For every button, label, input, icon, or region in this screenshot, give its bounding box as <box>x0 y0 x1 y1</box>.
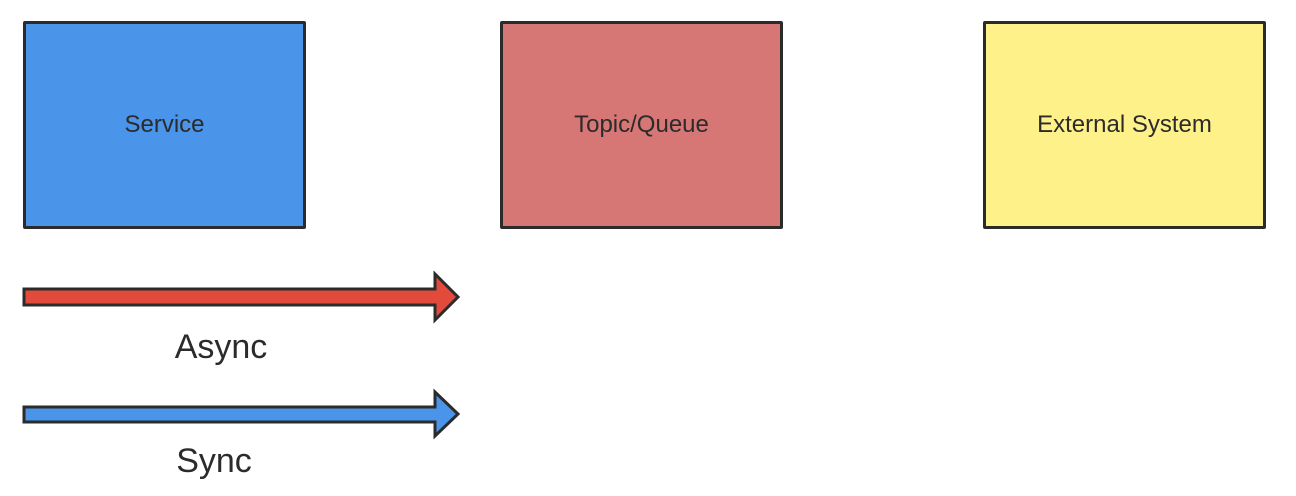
sync-label: Sync <box>176 442 252 480</box>
service-node: Service <box>23 21 306 229</box>
topic-queue-label: Topic/Queue <box>574 111 709 138</box>
async-label: Async <box>174 328 268 366</box>
external-system-node: External System <box>983 21 1266 229</box>
topic-queue-node: Topic/Queue <box>500 21 783 229</box>
sync-arrow <box>22 388 461 440</box>
service-label: Service <box>124 111 205 138</box>
async-arrow <box>22 270 461 324</box>
external-system-label: External System <box>1037 111 1212 138</box>
